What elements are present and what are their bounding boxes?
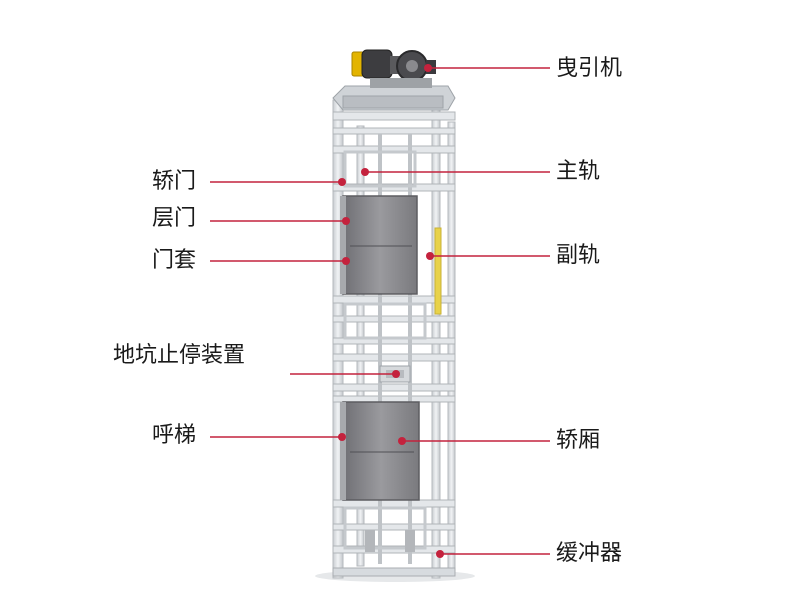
traction-machine	[351, 49, 436, 88]
label-traction-machine: 曳引机	[556, 56, 623, 81]
buffer	[365, 530, 415, 552]
leader-car	[398, 437, 550, 445]
label-call-button: 呼梯	[152, 423, 197, 448]
landing-door-cabin	[340, 195, 418, 295]
shaft-frame	[332, 85, 456, 579]
leader-traction-machine-dot	[424, 64, 432, 72]
leader-aux-rail	[426, 252, 550, 260]
leader-car-dot	[398, 437, 406, 445]
label-main-rail: 主轨	[556, 159, 601, 184]
label-pit-stop-device: 地坑止停装置	[113, 343, 246, 368]
label-landing-door: 层门	[152, 206, 197, 231]
leader-call-button	[210, 433, 346, 441]
leader-traction-machine	[424, 64, 550, 72]
leader-aux-rail-dot	[426, 252, 434, 260]
leader-landing-door-dot	[342, 217, 350, 225]
leader-landing-door	[210, 217, 350, 225]
leader-pit-stop-device-dot	[392, 370, 400, 378]
label-door-frame: 门套	[152, 248, 197, 273]
leader-door-frame	[210, 257, 350, 265]
label-car: 轿厢	[556, 428, 601, 453]
leader-main-rail-dot	[361, 168, 369, 176]
leader-call-button-dot	[338, 433, 346, 441]
leader-buffer	[436, 550, 550, 558]
aux-rail-yellow	[434, 227, 442, 315]
leader-car-door-dot	[338, 178, 346, 186]
leader-door-frame-dot	[342, 257, 350, 265]
label-car-door: 轿门	[152, 169, 197, 194]
leader-car-door	[210, 178, 346, 186]
leader-main-rail	[361, 168, 550, 176]
car-cabin	[340, 401, 420, 501]
leader-pit-stop-device	[290, 370, 400, 378]
label-buffer: 缓冲器	[556, 541, 623, 566]
label-aux-rail: 副轨	[556, 243, 601, 268]
leader-buffer-dot	[436, 550, 444, 558]
